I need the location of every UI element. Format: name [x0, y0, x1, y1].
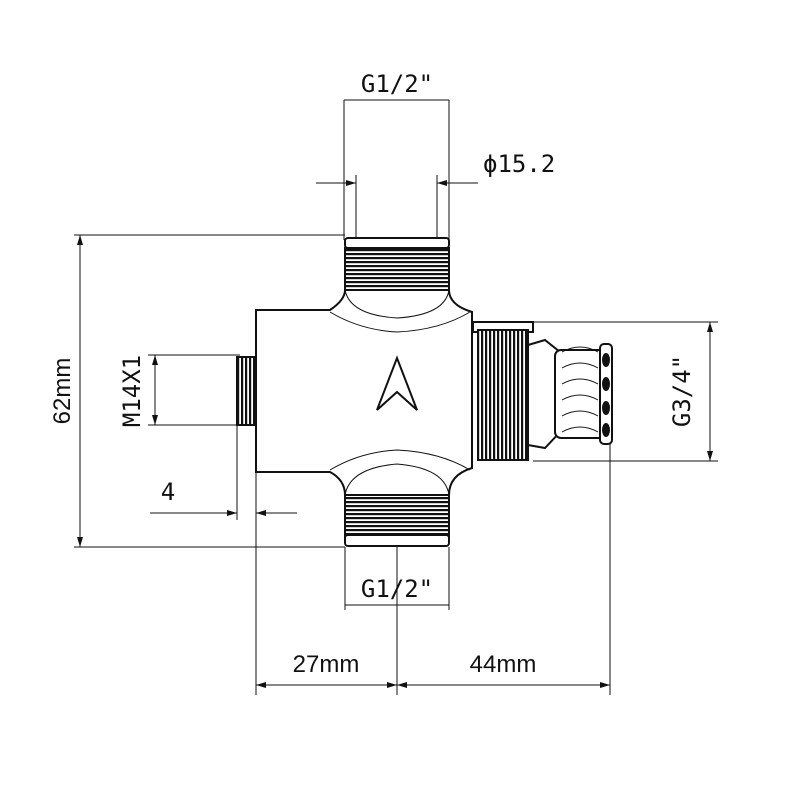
left-length-label: 27mm: [293, 651, 360, 678]
bottom-port-collar: [344, 534, 450, 547]
right-length-label: 44mm: [470, 651, 537, 678]
height-label: 62mm: [49, 358, 76, 425]
dimension-labels: G1/2" ϕ15.2 62mm M14X1 G3/4" 4 G1/2" 27m…: [49, 70, 696, 678]
right-port-thread: [477, 329, 529, 461]
offset-label: 4: [161, 478, 175, 506]
valve-body: [236, 237, 613, 547]
check-valve-insert: [527, 338, 613, 450]
top-port-collar: [344, 237, 450, 249]
top-port-thread: [344, 247, 450, 291]
right-thread-label: G3/4": [668, 355, 696, 427]
bottom-port-thread: [344, 494, 450, 538]
left-port-thread: [236, 356, 257, 426]
top-thread-label: G1/2": [361, 70, 433, 98]
bottom-thread-label: G1/2": [361, 575, 433, 603]
left-thread-label: M14X1: [118, 355, 146, 427]
flow-arrow-icon: [376, 355, 418, 411]
main-body: [255, 289, 473, 496]
diameter-label: ϕ15.2: [483, 150, 555, 178]
extension-lines: [74, 100, 718, 695]
dimension-lines: [77, 99, 713, 688]
